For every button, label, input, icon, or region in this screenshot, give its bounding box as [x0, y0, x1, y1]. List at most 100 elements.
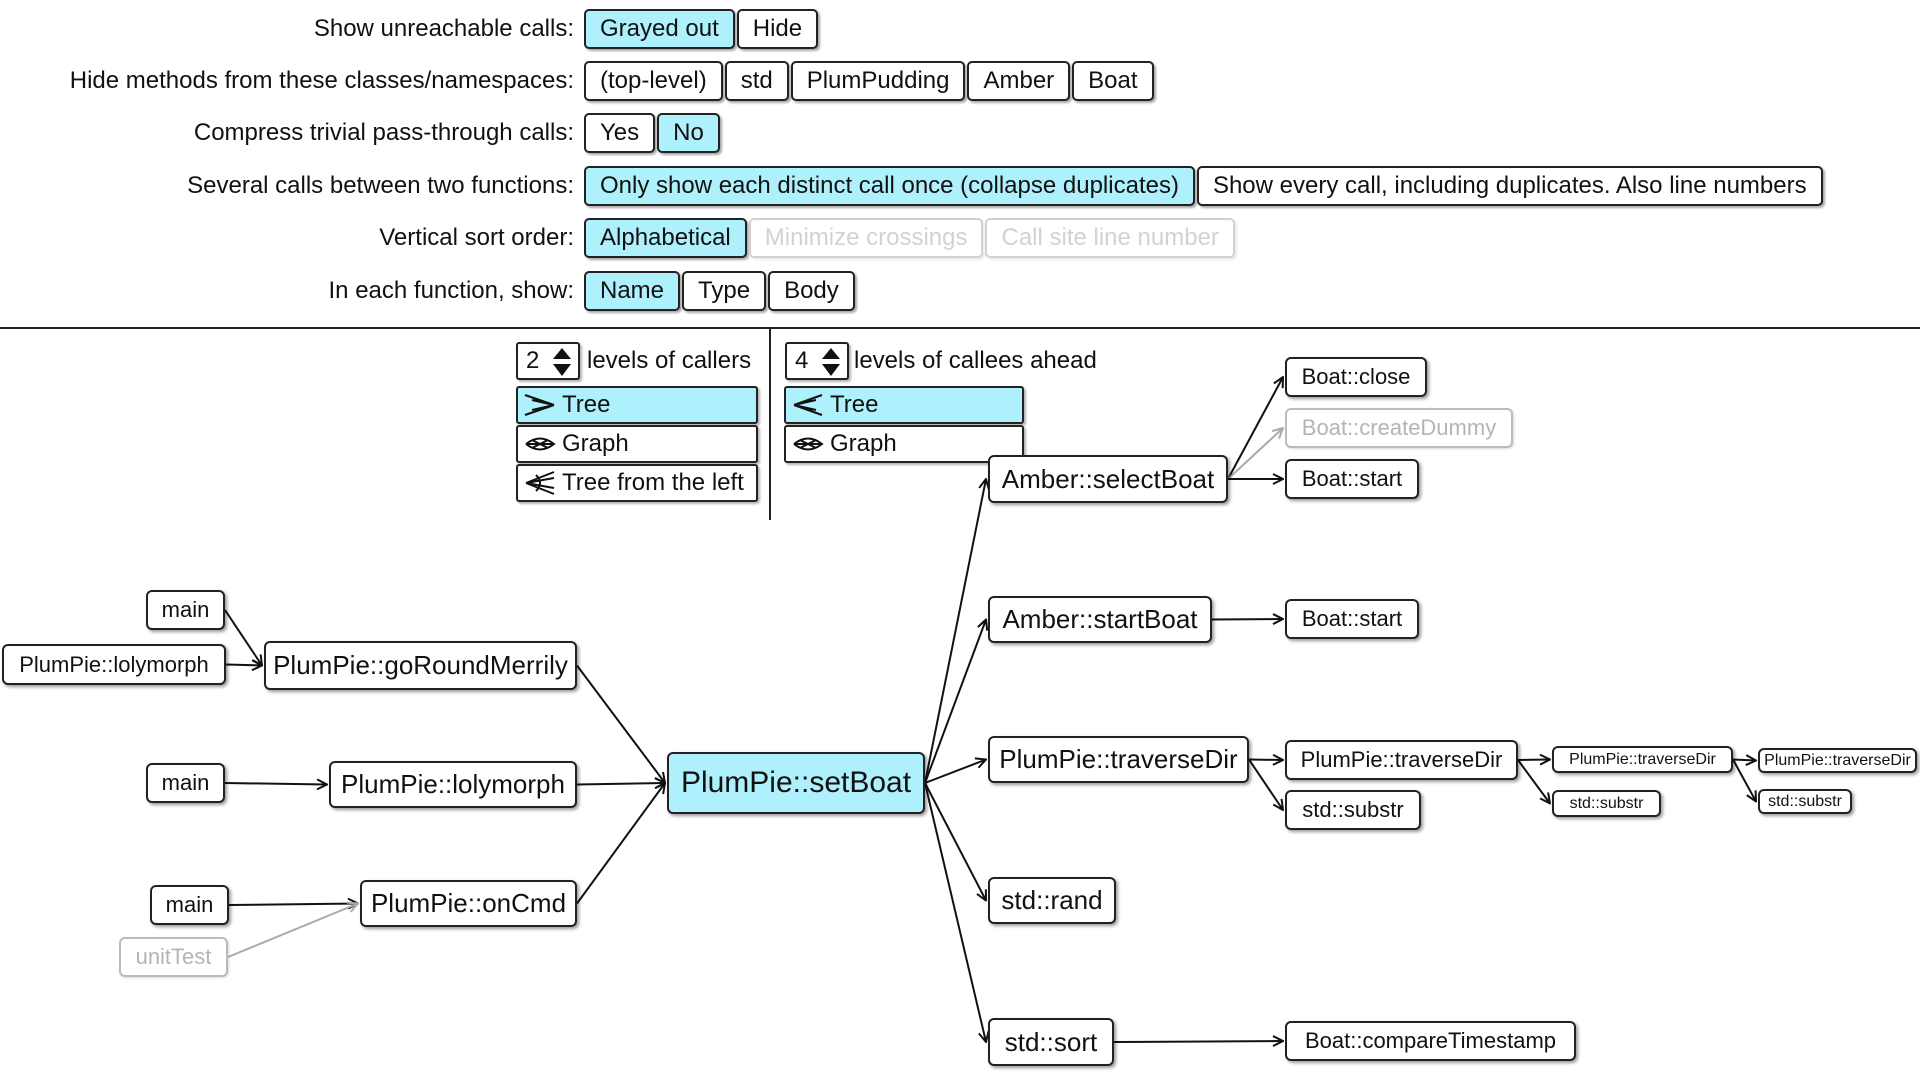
- sort-order-group: Alphabetical Minimize crossings Call sit…: [584, 218, 1235, 258]
- callers-tree-label: Tree: [562, 391, 611, 418]
- callees-tree-label: Tree: [830, 391, 879, 418]
- caller-node[interactable]: PlumPie::lolymorph: [329, 761, 577, 808]
- caller-node[interactable]: PlumPie::goRoundMerrily: [264, 641, 577, 690]
- callers-levels-spinner[interactable]: 2: [516, 342, 580, 380]
- sort-call-site-button: Call site line number: [985, 218, 1235, 258]
- options-divider: [0, 327, 1920, 329]
- duplicates-group: Only show each distinct call once (colla…: [584, 166, 1823, 206]
- callers-tree-button[interactable]: Tree: [516, 386, 758, 424]
- callees-levels-label: levels of callees ahead: [854, 347, 1097, 374]
- show-body-button[interactable]: Body: [768, 271, 855, 311]
- hide-unreachable-button[interactable]: Hide: [736, 9, 819, 49]
- call-edge: [1517, 760, 1550, 761]
- call-edge: [224, 609, 262, 666]
- call-edge: [576, 783, 665, 905]
- callees-tree-button[interactable]: Tree: [784, 386, 1024, 424]
- call-edge: [1248, 758, 1283, 811]
- hide-std-button[interactable]: std: [724, 61, 789, 101]
- fan-left-icon: [793, 394, 823, 416]
- callee-node[interactable]: Boat::compareTimestamp: [1285, 1021, 1576, 1061]
- caller-node-unreachable[interactable]: unitTest: [119, 937, 228, 977]
- call-edge: [228, 904, 358, 906]
- callee-node[interactable]: PlumPie::traverseDir: [988, 736, 1249, 783]
- call-edge: [576, 664, 665, 784]
- graph-icon: [793, 437, 824, 451]
- callee-node[interactable]: Amber::startBoat: [988, 596, 1212, 643]
- show-type-button[interactable]: Type: [682, 271, 767, 311]
- collapse-duplicates-button[interactable]: Only show each distinct call once (colla…: [584, 166, 1195, 206]
- callee-node[interactable]: std::substr: [1552, 790, 1661, 817]
- duplicates-label: Several calls between two functions:: [187, 172, 574, 199]
- call-edge: [924, 782, 986, 901]
- call-edge: [1248, 760, 1283, 761]
- show-every-call-button[interactable]: Show every call, including duplicates. A…: [1196, 166, 1823, 206]
- call-edge: [1113, 1041, 1283, 1042]
- callee-node[interactable]: std::substr: [1285, 790, 1421, 830]
- callee-node[interactable]: Boat::close: [1285, 357, 1427, 397]
- callee-node-unreachable[interactable]: Boat::createDummy: [1285, 408, 1513, 448]
- caller-node[interactable]: main: [146, 590, 225, 630]
- callee-node[interactable]: std::substr: [1758, 789, 1852, 814]
- callees-levels-value: 4: [795, 347, 809, 374]
- call-edge: [924, 782, 986, 1042]
- unreachable-label: Show unreachable calls:: [313, 15, 574, 42]
- caller-node[interactable]: PlumPie::lolymorph: [2, 644, 226, 685]
- caller-node[interactable]: main: [150, 885, 229, 925]
- grayed-out-button[interactable]: Grayed out: [584, 9, 735, 49]
- caller-node[interactable]: main: [146, 763, 225, 803]
- caller-node[interactable]: PlumPie::onCmd: [360, 880, 577, 927]
- callee-node[interactable]: PlumPie::traverseDir: [1758, 748, 1917, 773]
- callers-tree-from-left-label: Tree from the left: [562, 469, 744, 496]
- compress-yes-button[interactable]: Yes: [584, 113, 656, 153]
- spinner-arrows-icon[interactable]: [821, 347, 841, 377]
- call-edge: [1211, 619, 1283, 620]
- sort-alphabetical-button[interactable]: Alphabetical: [584, 218, 747, 258]
- callee-node[interactable]: std::sort: [988, 1018, 1114, 1066]
- show-group: Name Type Body: [584, 271, 855, 311]
- callers-tree-from-left-button[interactable]: Tree from the left: [516, 464, 758, 502]
- call-edge-unreachable: [1227, 428, 1283, 480]
- show-label: In each function, show:: [328, 277, 574, 304]
- call-edge: [1732, 760, 1756, 761]
- hide-boat-button[interactable]: Boat: [1072, 61, 1154, 101]
- sort-order-label: Vertical sort order:: [379, 224, 574, 251]
- callers-graph-label: Graph: [562, 430, 629, 457]
- unreachable-group: Grayed out Hide: [584, 9, 819, 49]
- callees-graph-button[interactable]: Graph: [784, 425, 1024, 463]
- fan-right-icon: [524, 394, 555, 416]
- callers-levels-value: 2: [526, 347, 540, 374]
- call-edge: [224, 783, 327, 785]
- call-edge: [576, 783, 665, 785]
- controls-divider: [769, 328, 771, 520]
- callees-graph-label: Graph: [830, 430, 897, 457]
- callee-node[interactable]: PlumPie::traverseDir: [1552, 746, 1733, 773]
- hide-top-level-button[interactable]: (top-level): [584, 61, 723, 101]
- compress-no-button[interactable]: No: [657, 113, 720, 153]
- spinner-arrows-icon[interactable]: [552, 347, 572, 377]
- focus-node[interactable]: PlumPie::setBoat: [667, 752, 925, 814]
- callees-levels-spinner[interactable]: 4: [785, 342, 849, 380]
- callee-node[interactable]: PlumPie::traverseDir: [1285, 740, 1518, 780]
- call-edge-unreachable: [227, 904, 358, 958]
- fan-left-icon: [525, 471, 555, 495]
- call-edge: [1227, 377, 1283, 480]
- call-edge: [1732, 759, 1756, 802]
- hide-plumpudding-button[interactable]: PlumPudding: [790, 61, 966, 101]
- call-edge: [225, 665, 262, 666]
- callee-node[interactable]: Amber::selectBoat: [988, 455, 1228, 503]
- hide-methods-label: Hide methods from these classes/namespac…: [69, 67, 574, 94]
- show-name-button[interactable]: Name: [584, 271, 681, 311]
- sort-minimize-crossings-button: Minimize crossings: [748, 218, 984, 258]
- call-edge: [924, 620, 986, 784]
- callee-node[interactable]: Boat::start: [1285, 599, 1419, 639]
- call-edge: [924, 479, 986, 784]
- callee-node[interactable]: Boat::start: [1285, 459, 1419, 499]
- call-edge: [924, 760, 986, 784]
- hide-methods-group: (top-level) std PlumPudding Amber Boat: [584, 61, 1154, 101]
- hide-amber-button[interactable]: Amber: [967, 61, 1071, 101]
- call-edge: [1517, 759, 1550, 804]
- graph-icon: [525, 437, 556, 451]
- callee-node[interactable]: std::rand: [988, 877, 1116, 924]
- callers-graph-button[interactable]: Graph: [516, 425, 758, 463]
